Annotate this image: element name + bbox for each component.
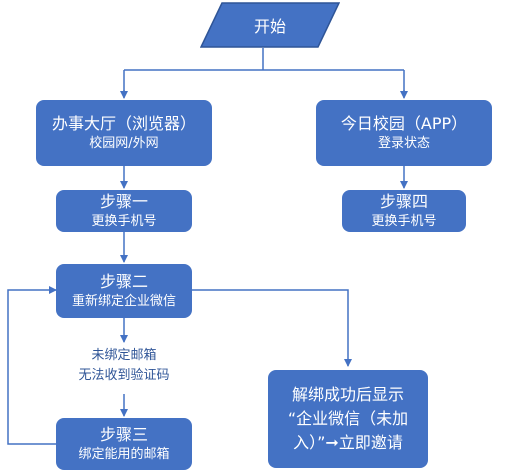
edge-step2-final	[192, 289, 352, 367]
today-node: 今日校园（APP） 登录状态	[316, 100, 492, 166]
step2-subtitle: 重新绑定企业微信	[71, 294, 176, 309]
hall-title: 办事大厅（浏览器）	[51, 114, 196, 133]
today-title: 今日校园（APP）	[340, 114, 468, 133]
hall-node: 办事大厅（浏览器） 校园网/外网	[36, 100, 212, 166]
start-node: 开始	[200, 2, 340, 48]
step1-node: 步骤一 更换手机号	[56, 190, 192, 232]
step1-subtitle: 更换手机号	[91, 214, 157, 229]
no-email-note-line2: 无法收到验证码	[78, 368, 170, 383]
final-line1: 解绑成功后显示	[291, 385, 404, 404]
no-email-note-line1: 未绑定邮箱	[91, 348, 157, 363]
step2-title: 步骤二	[99, 272, 148, 291]
no-email-note: 未绑定邮箱 无法收到验证码	[64, 346, 184, 386]
step1-title: 步骤一	[99, 192, 148, 211]
hall-subtitle: 校园网/外网	[89, 136, 159, 151]
final-line3: 入）”➞立即邀请	[293, 433, 403, 452]
step4-title: 步骤四	[379, 192, 428, 211]
start-parallelogram	[200, 2, 340, 48]
edge-step3-loop	[7, 286, 57, 445]
step4-node: 步骤四 更换手机号	[342, 190, 466, 232]
step4-subtitle: 更换手机号	[371, 214, 437, 229]
step3-node: 步骤三 绑定能用的邮箱	[56, 418, 192, 470]
final-node: 解绑成功后显示 “企业微信（未加 入）”➞立即邀请	[268, 370, 428, 468]
edge-start-branch	[123, 48, 405, 96]
final-line2: “企业微信（未加	[287, 409, 409, 428]
start-label: 开始	[253, 17, 286, 36]
step3-subtitle: 绑定能用的邮箱	[78, 447, 170, 462]
step2-node: 步骤二 重新绑定企业微信	[56, 264, 192, 318]
today-subtitle: 登录状态	[377, 136, 430, 151]
step3-title: 步骤三	[99, 425, 148, 444]
